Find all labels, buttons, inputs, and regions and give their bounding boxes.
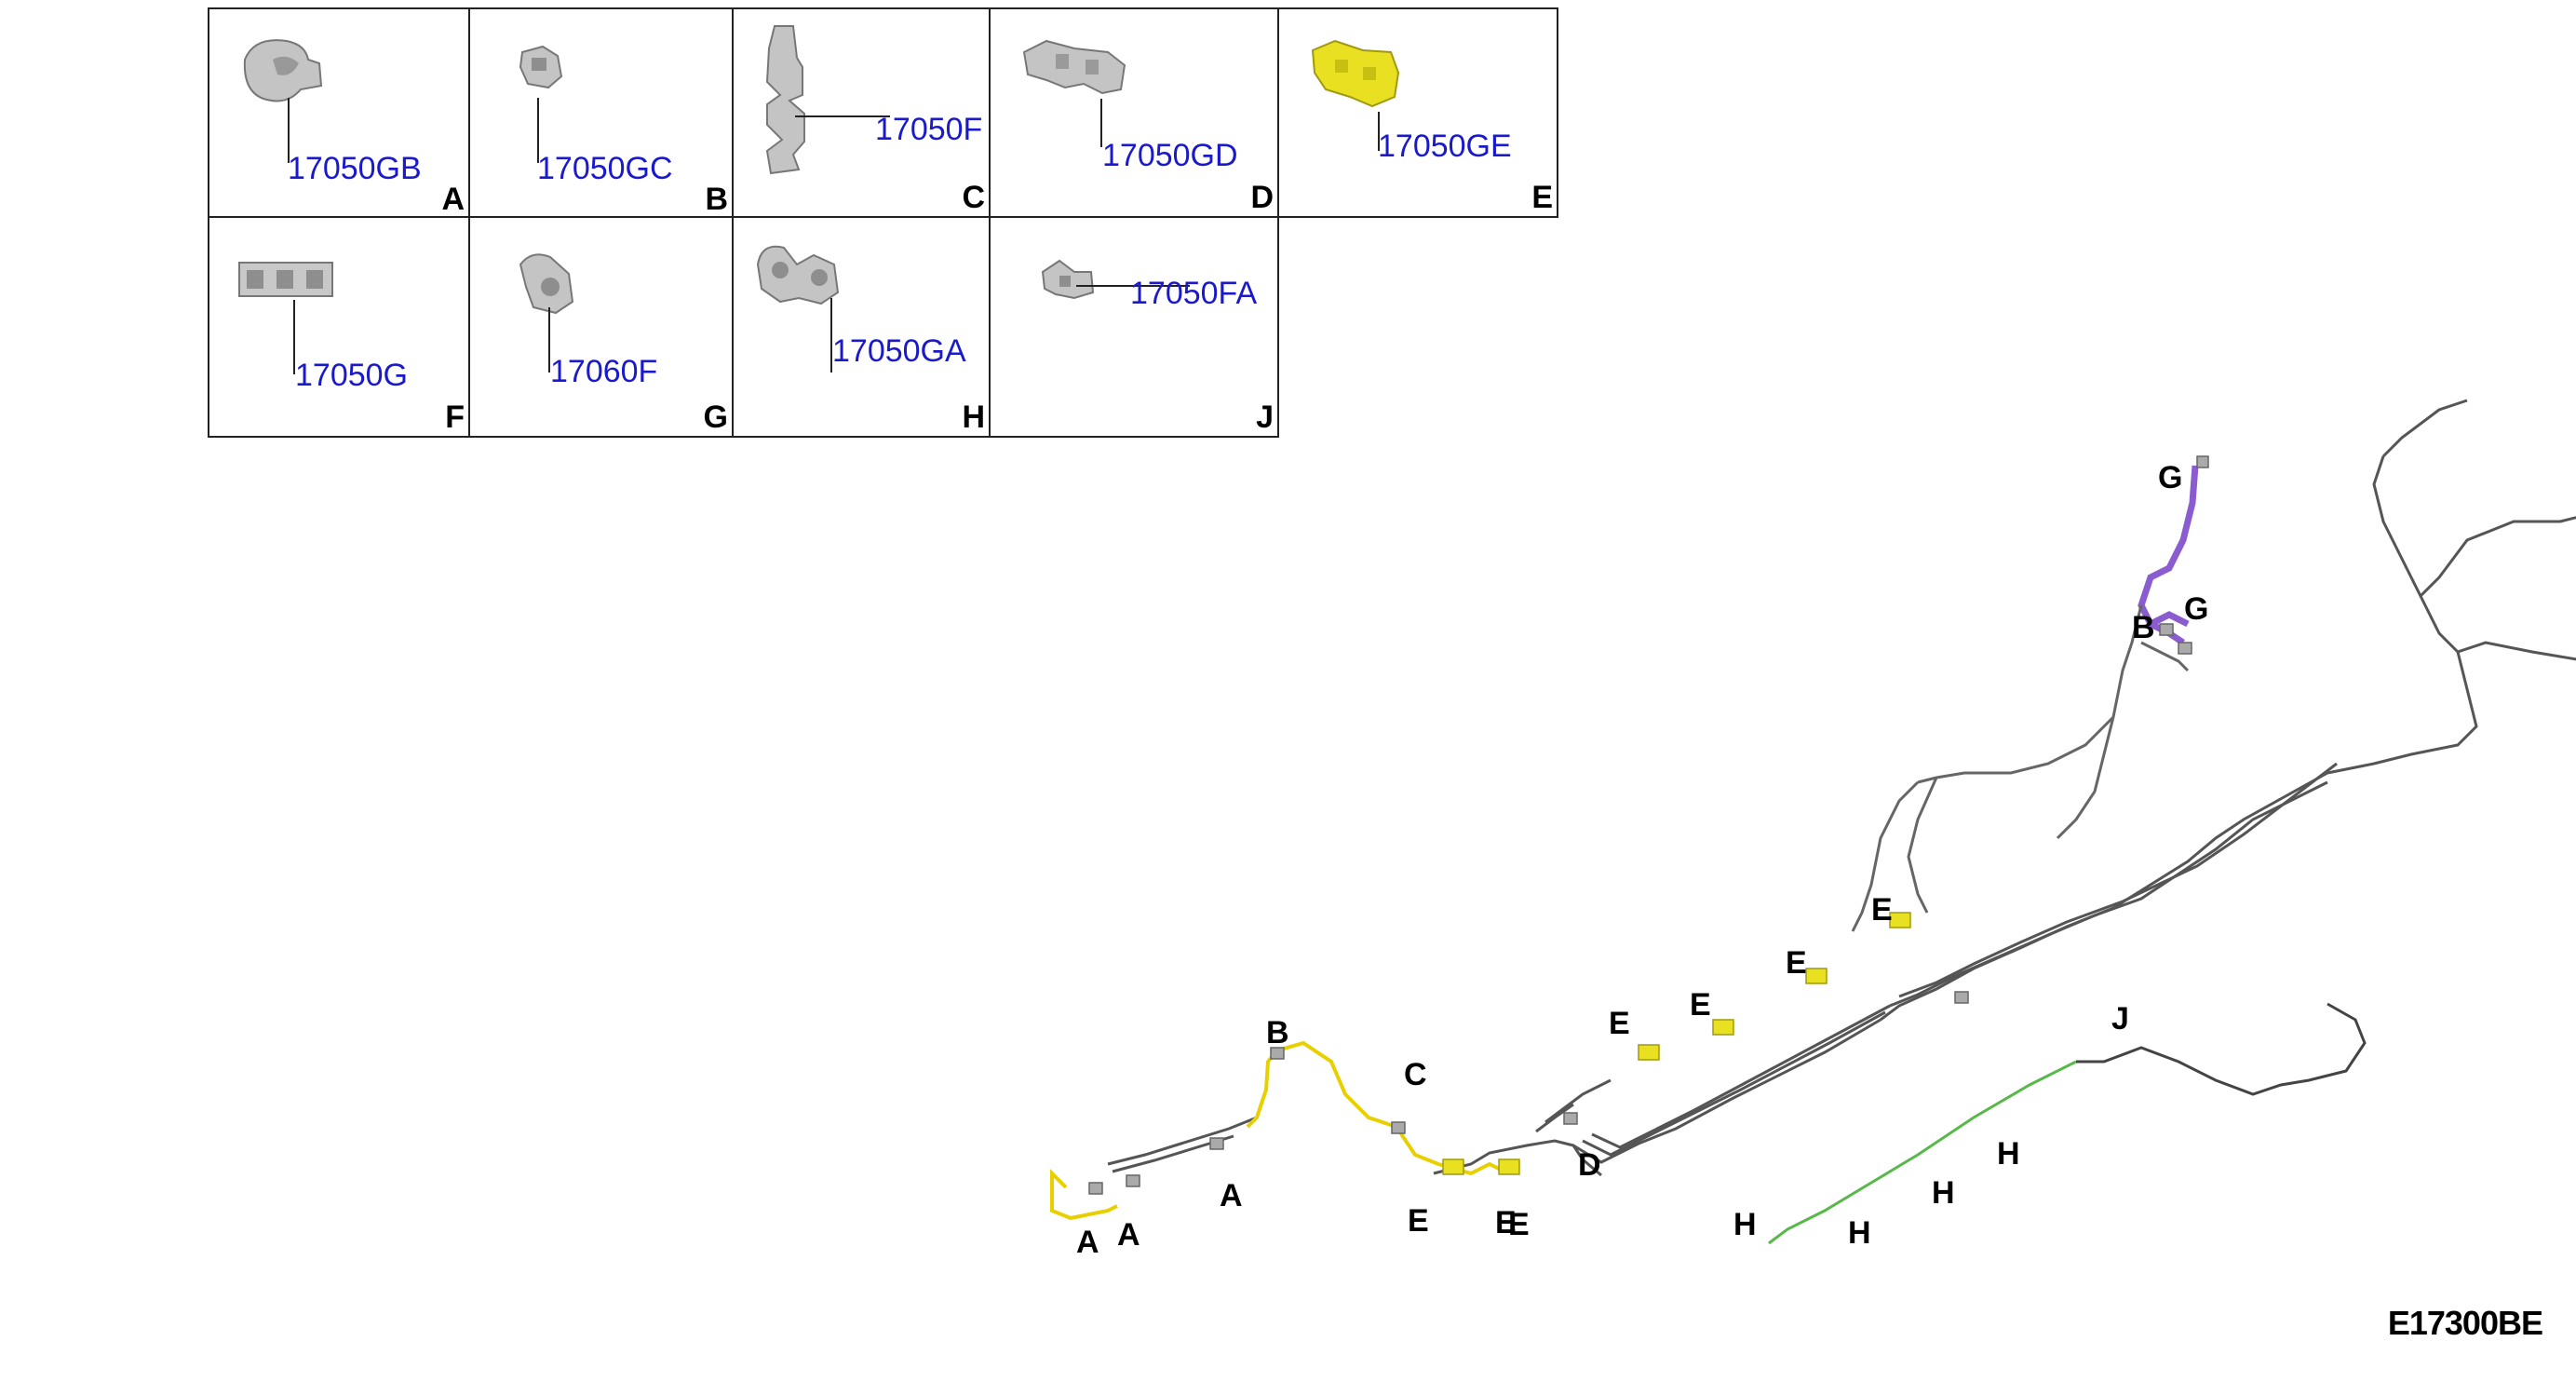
dark-tube bbox=[2076, 1002, 2367, 1096]
gray-clip-markers bbox=[1088, 455, 2209, 1195]
clip-fa-icon bbox=[1041, 259, 1095, 300]
parts-cell-j: 17050FA J bbox=[989, 216, 1279, 438]
clip-ga-icon bbox=[756, 245, 840, 305]
callout-h-1: H bbox=[1997, 1136, 2020, 1172]
diagram-code: E17300BE bbox=[2387, 1304, 2543, 1342]
callout-h-2: H bbox=[1932, 1175, 1955, 1211]
callout-h-3: H bbox=[1848, 1215, 1871, 1251]
part-number: 17050F bbox=[875, 112, 983, 147]
green-tube bbox=[1768, 1060, 2077, 1245]
part-letter: C bbox=[962, 180, 985, 215]
parts-cell-a: 17050GB A bbox=[208, 7, 470, 220]
parts-cell-h: 17050GA H bbox=[732, 216, 991, 438]
callout-e-7: E bbox=[1495, 1205, 1517, 1240]
callout-b-right: B bbox=[2132, 610, 2155, 645]
yellow-tube bbox=[1050, 1040, 1509, 1221]
callout-e-2: E bbox=[1786, 945, 1807, 981]
callout-a-3: A bbox=[1076, 1225, 1099, 1260]
part-number: 17050FA bbox=[1130, 276, 1258, 311]
clip-f-icon bbox=[765, 25, 805, 175]
callout-g-top: G bbox=[2158, 460, 2183, 495]
part-letter: D bbox=[1250, 180, 1274, 215]
parts-cell-c: 17050F C bbox=[732, 7, 991, 218]
callout-a-1: A bbox=[1220, 1178, 1243, 1213]
part-number: 17050GA bbox=[832, 333, 966, 369]
callout-e-5: E bbox=[1508, 1207, 1530, 1242]
part-number: 17050GE bbox=[1378, 129, 1512, 164]
part-number: 17050GD bbox=[1102, 138, 1238, 173]
callout-j: J bbox=[2111, 1001, 2129, 1036]
part-number: 17050GB bbox=[288, 151, 422, 186]
clip-gb-icon bbox=[243, 39, 323, 102]
callout-d: D bbox=[1578, 1147, 1601, 1183]
callout-e-4: E bbox=[1609, 1006, 1630, 1041]
clip-gd-icon bbox=[1022, 39, 1126, 95]
callout-e-6: E bbox=[1408, 1203, 1429, 1239]
main-tube-bundle bbox=[1107, 399, 2576, 1177]
clip-ge-icon bbox=[1311, 39, 1400, 108]
part-number: 17060F bbox=[550, 354, 658, 389]
callout-a-2: A bbox=[1117, 1217, 1140, 1253]
callout-e-1: E bbox=[1871, 892, 1893, 928]
return-tube bbox=[1851, 604, 2190, 932]
clip-gc-icon bbox=[519, 45, 563, 89]
part-number: 17050G bbox=[295, 358, 408, 393]
callout-e-3: E bbox=[1690, 987, 1711, 1023]
parts-cell-b: 17050GC B bbox=[468, 7, 734, 220]
part-letter: F bbox=[445, 400, 465, 435]
part-letter: E bbox=[1531, 180, 1553, 215]
part-letter: B bbox=[705, 182, 728, 217]
parts-cell-g: 17060F G bbox=[468, 216, 734, 438]
part-letter: A bbox=[441, 182, 465, 217]
e-clip-markers bbox=[1442, 912, 1911, 1175]
clip-g-icon bbox=[238, 262, 333, 297]
callout-h-4: H bbox=[1733, 1207, 1757, 1242]
callout-c: C bbox=[1404, 1057, 1427, 1092]
parts-cell-f: 17050G F bbox=[208, 216, 470, 438]
callout-b-left: B bbox=[1266, 1015, 1289, 1050]
parts-cell-e: 17050GE E bbox=[1277, 7, 1558, 218]
part-letter: G bbox=[703, 400, 728, 435]
part-letter: H bbox=[962, 400, 985, 435]
callout-g: G bbox=[2184, 591, 2209, 627]
part-number: 17050GC bbox=[537, 151, 673, 186]
part-letter: J bbox=[1256, 400, 1274, 435]
